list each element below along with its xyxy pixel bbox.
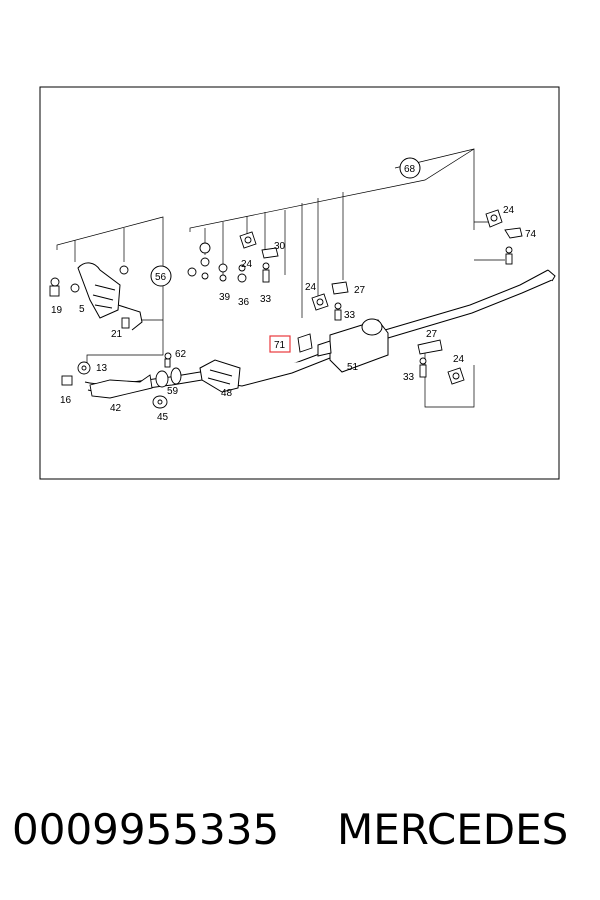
label-27: 27	[354, 285, 366, 296]
label-48: 48	[221, 388, 233, 399]
callout-circle-68	[399, 157, 421, 179]
label-24: 24	[305, 282, 317, 293]
label-24: 24	[241, 259, 253, 270]
label-42: 42	[110, 403, 122, 414]
label-13: 13	[96, 363, 108, 374]
label-21: 21	[111, 329, 123, 340]
label-33: 33	[260, 294, 272, 305]
label-71[interactable]: 71	[274, 340, 286, 351]
label-33: 33	[403, 372, 415, 383]
manifold	[77, 262, 143, 331]
label-74: 74	[525, 229, 537, 240]
label-27: 27	[426, 329, 438, 340]
diagram-frame	[39, 86, 560, 480]
highlight-box-71[interactable]	[269, 335, 291, 353]
hardware-parts	[49, 209, 523, 409]
label-59: 59	[167, 386, 179, 397]
label-45: 45	[157, 412, 169, 423]
exhaust-system-diagram: 68 56 24 74 30 24 39 36 33 24 27 33 19 5…	[39, 86, 560, 480]
label-19: 19	[51, 305, 63, 316]
label-5: 5	[79, 304, 85, 315]
label-62: 62	[175, 349, 187, 360]
muffler	[317, 318, 389, 373]
label-39: 39	[219, 292, 231, 303]
label-16: 16	[60, 395, 72, 406]
label-24: 24	[503, 205, 515, 216]
catalytic-converter	[199, 359, 241, 393]
label-68: 68	[404, 164, 416, 175]
label-56: 56	[155, 272, 167, 283]
caption: 0009955335 MERCEDES	[0, 800, 600, 870]
label-30: 30	[274, 241, 286, 252]
callout-labels: 68 56 24 74 30 24 39 36 33 24 27 33 19 5…	[51, 164, 537, 423]
label-24: 24	[453, 354, 465, 365]
part-number: 0009955335	[12, 805, 280, 854]
label-33: 33	[344, 310, 356, 321]
label-51: 51	[347, 362, 359, 373]
label-36: 36	[238, 297, 250, 308]
brand-name: MERCEDES	[337, 805, 569, 854]
callout-circle-56	[150, 265, 172, 287]
